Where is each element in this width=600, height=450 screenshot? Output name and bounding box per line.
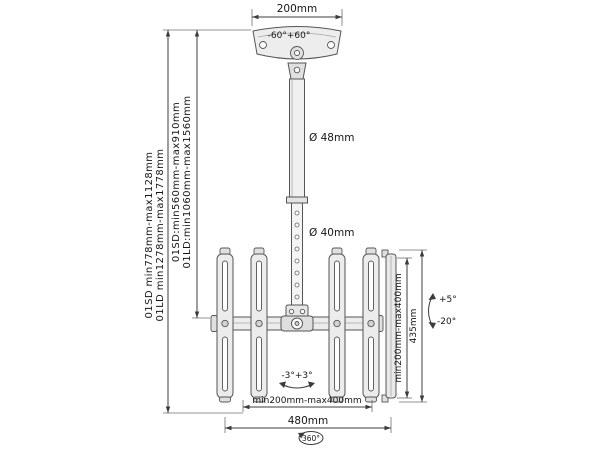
height-inner-sd-label: 01SD:min560mm-max910mm — [171, 102, 182, 262]
tv-rail-right-inner — [328, 247, 346, 403]
rotation-range-label: 360° — [302, 434, 320, 443]
dimension-vesa-height: min200mm-max400mm — [394, 257, 412, 399]
swivel-fine-label: -3°+3° — [281, 371, 312, 381]
plate-screw-hole-left — [259, 41, 267, 49]
dimension-height-outer: 01SD min778mm-max1128mm 01LD min1278mm-m… — [144, 29, 251, 414]
bracket-height-label: 435mm — [409, 309, 419, 344]
dimension-vesa-width: min200mm-max400mm — [242, 396, 373, 412]
vesa-width-range-label: min200mm-max400mm — [252, 396, 361, 406]
dimension-top-width: 200mm — [251, 3, 343, 26]
tilt-indicator: +5° -20° — [428, 293, 457, 329]
pole-adjustment-holes — [294, 210, 300, 300]
upper-pole-diameter-label: Ø 48mm — [309, 132, 354, 144]
dimension-total-width: 480mm — [224, 415, 392, 433]
bracket-side-profile — [381, 249, 397, 403]
tv-bracket-assembly — [210, 247, 384, 403]
pole-flange — [286, 196, 308, 204]
tv-rail-left-inner — [250, 247, 268, 403]
vesa-height-range-label: min200mm-max400mm — [394, 273, 404, 382]
swivel-range-label: -60°+60° — [268, 31, 311, 41]
tv-rail-left-outer — [216, 247, 234, 403]
swivel-fine-indicator: -3°+3° — [279, 371, 315, 389]
height-outer-sd-label: 01SD min778mm-max1128mm — [144, 152, 155, 319]
tilt-up-label: +5° — [439, 295, 457, 305]
ceiling-plate: -60°+60° — [252, 26, 342, 80]
telescopic-pole: Ø 48mm Ø 40mm — [286, 78, 354, 306]
lower-pole — [291, 202, 303, 306]
height-inner-ld-label: 01LD:min1060mm-max1560mm — [182, 95, 193, 268]
lower-pole-diameter-label: Ø 40mm — [309, 227, 354, 239]
top-width-label: 200mm — [277, 3, 318, 15]
crossbar-end-left — [210, 315, 218, 332]
dimension-bracket-height: 435mm — [399, 249, 427, 403]
tv-rail-right-outer — [362, 247, 380, 403]
total-width-label: 480mm — [288, 415, 329, 427]
dimension-height-inner: 01SD:min560mm-max910mm 01LD:min1060mm-ma… — [171, 30, 210, 319]
rotation-indicator: 360° — [298, 431, 324, 445]
height-outer-ld-label: 01LD min1278mm-max1778mm — [155, 149, 166, 322]
plate-screw-hole-right — [327, 41, 335, 49]
tilt-down-label: -20° — [437, 317, 456, 327]
